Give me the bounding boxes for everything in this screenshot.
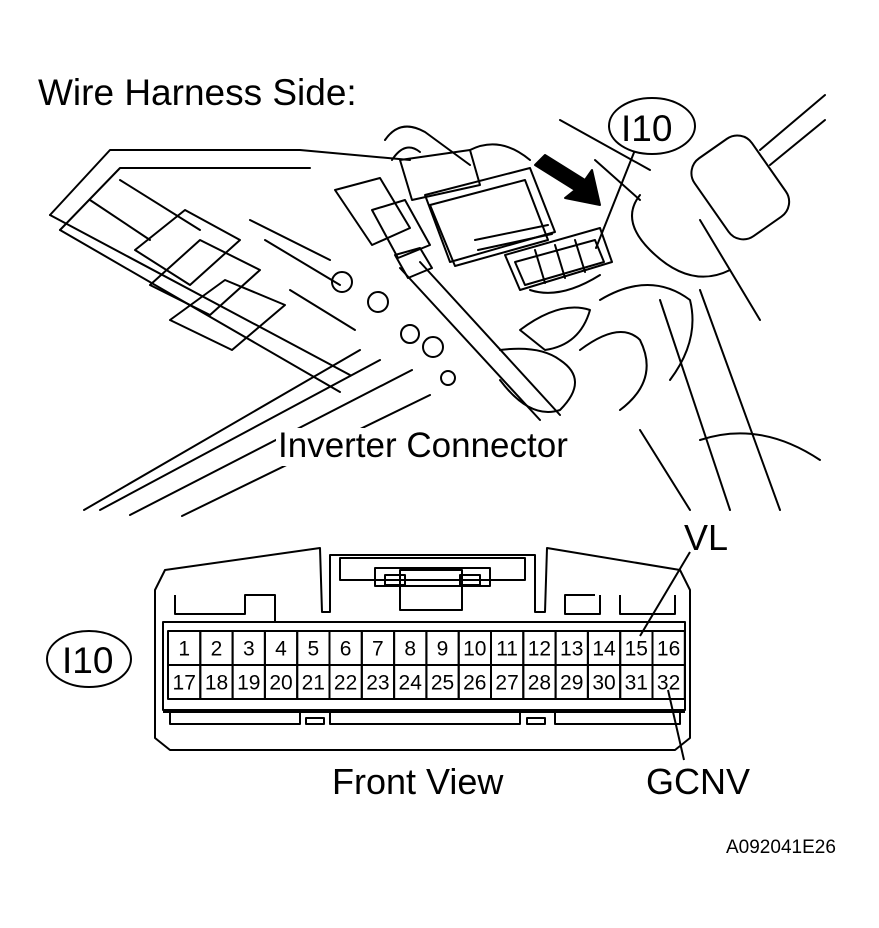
- pin-vl-label: VL: [684, 517, 729, 558]
- gcnv-leader-line: [667, 689, 685, 761]
- direction-arrow-icon: [534, 154, 601, 206]
- pin-number-2: 2: [211, 638, 223, 661]
- pin-number-31: 31: [625, 672, 648, 695]
- callout-leader-top: [595, 149, 636, 249]
- pin-cell: [651, 664, 686, 700]
- pin-number-8: 8: [404, 638, 416, 661]
- pin-number-16: 16: [657, 638, 680, 661]
- pin-number-32: 32: [657, 672, 680, 695]
- pin-gcnv-label: GCNV: [646, 761, 751, 802]
- wire-harness-cables: [384, 125, 694, 421]
- pin-number-21: 21: [302, 672, 325, 695]
- pin-number-10: 10: [463, 638, 486, 661]
- pin-number-4: 4: [275, 638, 287, 661]
- figure-code: A092041E26: [726, 837, 836, 858]
- pin-number-19: 19: [237, 672, 260, 695]
- pin-number-3: 3: [243, 638, 255, 661]
- pin-number-11: 11: [496, 638, 518, 661]
- connector-bottom-keys: [163, 711, 685, 725]
- pin-number-18: 18: [205, 672, 228, 695]
- connector-housing-outline: [154, 547, 691, 751]
- pin-number-5: 5: [307, 638, 319, 661]
- pin-number-26: 26: [463, 672, 486, 695]
- connector-bodies: [334, 149, 613, 294]
- pin-number-9: 9: [437, 638, 449, 661]
- pin-number-6: 6: [340, 638, 352, 661]
- pin-number-28: 28: [528, 672, 551, 695]
- connector-id-callout-top: I10: [621, 108, 673, 149]
- vl-leader-line: [639, 551, 691, 637]
- pin-number-1: 1: [178, 638, 190, 661]
- connector-latch: [339, 557, 526, 611]
- pin-number-20: 20: [269, 672, 292, 695]
- pin-number-12: 12: [528, 638, 551, 661]
- pin-number-25: 25: [431, 672, 454, 695]
- callout-bubble-top: [608, 97, 696, 155]
- right-side-component: [559, 94, 826, 511]
- callout-bubble-front: [46, 630, 132, 688]
- pin-number-17: 17: [173, 672, 196, 695]
- bolt-heads: [331, 271, 456, 386]
- pin-number-15: 15: [625, 638, 648, 661]
- wire-harness-side-title: Wire Harness Side:: [38, 72, 357, 113]
- pin-number-13: 13: [560, 638, 583, 661]
- pin-number-29: 29: [560, 672, 583, 695]
- pin-number-30: 30: [592, 672, 615, 695]
- left-panel-housing: [49, 149, 431, 517]
- pin-number-22: 22: [334, 672, 357, 695]
- front-view-label: Front View: [332, 761, 504, 802]
- pin-number-14: 14: [592, 638, 616, 661]
- pin-number-7: 7: [372, 638, 384, 661]
- pin-number-27: 27: [495, 672, 518, 695]
- connector-id-callout-front: I10: [62, 640, 114, 681]
- inverter-connector-label: Inverter Connector: [276, 428, 572, 466]
- pin-number-23: 23: [366, 672, 389, 695]
- pin-number-24: 24: [399, 672, 423, 695]
